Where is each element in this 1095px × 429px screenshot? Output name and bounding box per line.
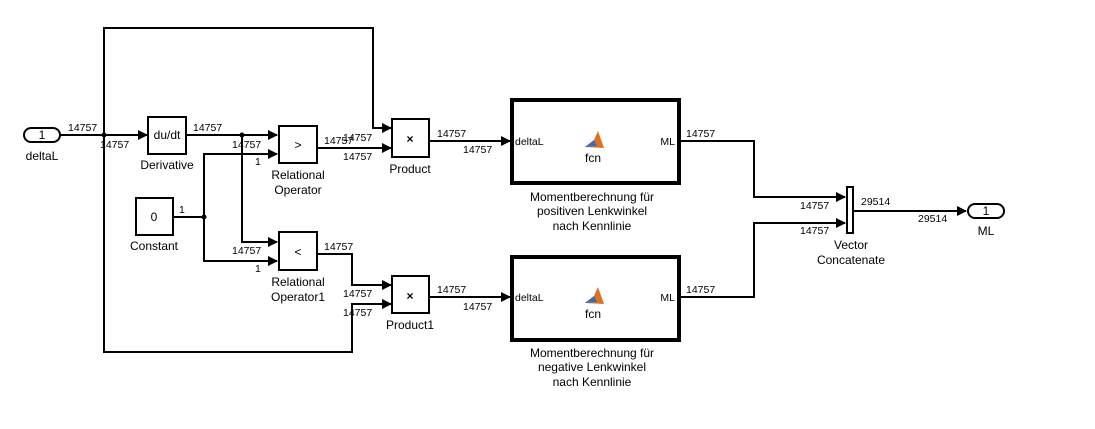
fcn-neg-label: negative Lenkwinkel — [538, 360, 646, 374]
branch-point — [239, 132, 245, 138]
concat-label: Concatenate — [817, 253, 885, 267]
product1-block[interactable]: × Product1 — [386, 275, 434, 332]
constant-value: 0 — [151, 210, 158, 224]
wire-const-to-relop1[interactable] — [203, 217, 278, 266]
derivative-block[interactable]: du/dt Derivative — [140, 116, 194, 172]
matlab-logo-icon — [585, 131, 604, 148]
inport-shape[interactable] — [23, 127, 61, 143]
relop1-shape[interactable] — [278, 231, 318, 271]
branch-point — [101, 132, 107, 138]
multiply-icon: × — [406, 132, 413, 146]
branch-point — [201, 214, 207, 220]
signal-labels: 14757 14757 14757 14757 1 1 14757 1 1475… — [68, 122, 947, 319]
concat-shape[interactable] — [846, 186, 854, 234]
vector-concatenate-block[interactable]: Vector Concatenate — [817, 186, 885, 267]
signal-label: 14757 — [343, 151, 372, 163]
signal-label: 14757 — [800, 225, 829, 237]
concat-label: Vector — [834, 238, 868, 252]
signal-label: 14757 — [463, 144, 492, 156]
derivative-label: Derivative — [140, 158, 194, 172]
fcn-pos-label: positiven Lenkwinkel — [537, 204, 647, 218]
product1-label: Product1 — [386, 318, 434, 332]
signal-label: 29514 — [918, 213, 947, 225]
relational-operator1-block[interactable]: < Relational Operator1 — [271, 231, 325, 304]
output-port-label: ML — [660, 136, 675, 148]
product-shape[interactable] — [391, 118, 430, 158]
constant-shape[interactable] — [135, 197, 174, 236]
constant-label: Constant — [130, 239, 179, 253]
product1-shape[interactable] — [391, 275, 430, 314]
wire-relop1-to-product1[interactable] — [318, 253, 392, 290]
derivative-shape[interactable] — [147, 116, 187, 155]
wire-top-loop[interactable] — [103, 27, 392, 135]
signal-label: 14757 — [437, 128, 466, 140]
constant-block[interactable]: 0 Constant — [130, 197, 179, 253]
signal-label: 14757 — [232, 245, 261, 257]
signal-label: 14757 — [800, 200, 829, 212]
signal-label: 14757 — [463, 301, 492, 313]
signal-lines — [60, 27, 967, 353]
signal-label: 14757 — [324, 241, 353, 253]
input-port-label: deltaL — [515, 292, 544, 304]
signal-label: 14757 — [343, 307, 372, 319]
fcn-neg-label: Momentberechnung für — [530, 346, 654, 360]
fcn-name: fcn — [585, 307, 601, 321]
signal-label: 14757 — [100, 139, 129, 151]
relational-operator-block[interactable]: > Relational Operator — [271, 125, 325, 197]
relop-shape[interactable] — [278, 125, 318, 164]
product-block[interactable]: × Product — [389, 118, 431, 176]
relop1-symbol: < — [294, 245, 301, 259]
relop1-label: Operator1 — [271, 290, 325, 304]
fcn-name: fcn — [585, 151, 601, 165]
outport-shape[interactable] — [967, 203, 1005, 219]
inport-label: deltaL — [26, 149, 59, 163]
signal-label: 14757 — [343, 288, 372, 300]
signal-label: 14757 — [343, 132, 372, 144]
inport-number: 1 — [39, 128, 46, 142]
fcn-pos-label: Momentberechnung für — [530, 190, 654, 204]
outport-ML[interactable]: 1 ML — [967, 203, 1005, 238]
wire-fcn-pos-to-concat[interactable] — [679, 140, 846, 202]
inport-deltaL[interactable]: 1 deltaL — [23, 127, 61, 163]
fcn-neg-label: nach Kennlinie — [553, 375, 632, 389]
signal-label: 14757 — [193, 122, 222, 134]
derivative-text: du/dt — [154, 128, 181, 142]
matlab-logo-icon — [585, 287, 604, 304]
multiply-icon: × — [406, 289, 413, 303]
fcn-pos-label: nach Kennlinie — [553, 219, 632, 233]
signal-label: 14757 — [686, 128, 715, 140]
wire-deriv-to-relop1[interactable] — [241, 135, 278, 247]
outport-label: ML — [978, 224, 995, 238]
relop-label: Relational — [271, 168, 324, 182]
relop-label: Operator — [274, 183, 321, 197]
matlab-function-negative[interactable]: deltaL ML fcn Momentberechnung für negat… — [510, 255, 681, 389]
signal-label: 14757 — [324, 135, 353, 147]
product-label: Product — [389, 162, 431, 176]
signal-label: 1 — [255, 156, 261, 168]
signal-label: 14757 — [437, 284, 466, 296]
wire-bottom-loop[interactable] — [103, 135, 392, 353]
wire-const-to-relop[interactable] — [203, 149, 278, 217]
signal-label: 14757 — [68, 122, 97, 134]
signal-label: 1 — [255, 263, 261, 275]
signal-label: 1 — [179, 204, 185, 216]
signal-label: 14757 — [232, 139, 261, 151]
wire-fcn-neg-to-concat[interactable] — [679, 218, 846, 298]
outport-number: 1 — [983, 204, 990, 218]
relop1-label: Relational — [271, 275, 324, 289]
signal-label: 29514 — [861, 196, 890, 208]
matlab-function-positive[interactable]: deltaL ML fcn Momentberechnung für posit… — [510, 98, 681, 233]
output-port-label: ML — [660, 292, 675, 304]
input-port-label: deltaL — [515, 136, 544, 148]
relop-symbol: > — [294, 138, 301, 152]
signal-label: 14757 — [686, 284, 715, 296]
